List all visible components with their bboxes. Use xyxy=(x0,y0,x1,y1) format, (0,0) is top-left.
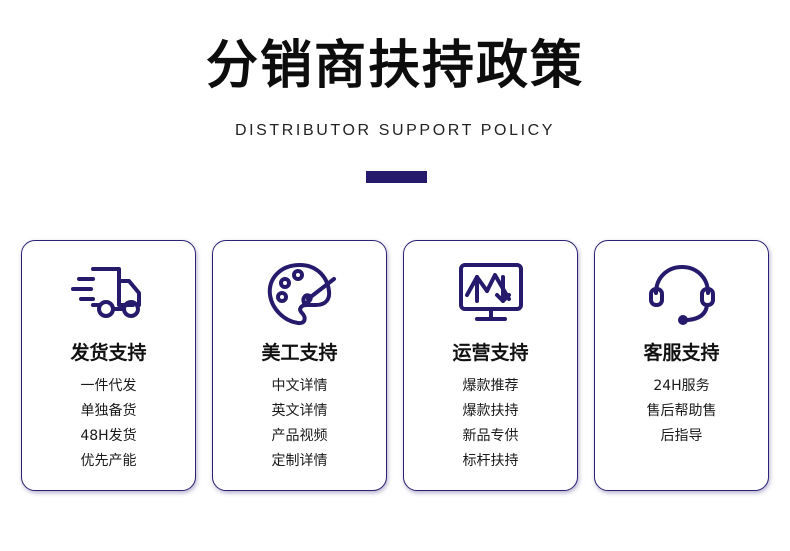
trend-monitor-icon xyxy=(451,261,531,327)
card-operations-support: 运营支持 爆款推荐 爆款扶持 新品专供 标杆扶持 xyxy=(403,240,578,491)
card-design-support: 美工支持 中文详情 英文详情 产品视频 定制详情 xyxy=(212,240,387,491)
palette-icon xyxy=(260,261,340,327)
list-item: 产品视频 xyxy=(271,428,328,444)
card-customer-service-support: 客服支持 24H服务 售后帮助售 后指导 xyxy=(594,240,769,491)
delivery-truck-icon xyxy=(69,261,149,327)
list-item: 24H服务 xyxy=(653,378,710,394)
list-item: 中文详情 xyxy=(271,378,328,394)
title-divider xyxy=(366,171,427,183)
list-item: 48H发货 xyxy=(80,428,137,444)
list-item: 优先产能 xyxy=(80,453,137,469)
list-item: 英文详情 xyxy=(271,403,328,419)
list-item: 售后帮助售 xyxy=(646,403,717,419)
card-item-list: 一件代发 单独备货 48H发货 优先产能 xyxy=(22,374,195,474)
card-item-list: 中文详情 英文详情 产品视频 定制详情 xyxy=(213,374,386,474)
list-item: 新品专供 xyxy=(462,428,519,444)
list-item: 单独备货 xyxy=(80,403,137,419)
card-item-list: 24H服务 售后帮助售 后指导 xyxy=(595,374,768,449)
list-item: 爆款扶持 xyxy=(462,403,519,419)
page-title: 分销商扶持政策 xyxy=(205,36,584,96)
card-title: 客服支持 xyxy=(643,342,720,364)
card-title: 美工支持 xyxy=(261,342,338,364)
list-item: 后指导 xyxy=(660,428,703,444)
list-item: 一件代发 xyxy=(80,378,137,394)
list-item: 定制详情 xyxy=(271,453,328,469)
list-item: 标杆扶持 xyxy=(462,453,519,469)
headset-icon xyxy=(642,261,722,327)
page-subtitle: DISTRIBUTOR SUPPORT POLICY xyxy=(234,122,556,139)
card-shipping-support: 发货支持 一件代发 单独备货 48H发货 优先产能 xyxy=(21,240,196,491)
card-item-list: 爆款推荐 爆款扶持 新品专供 标杆扶持 xyxy=(404,374,577,474)
card-title: 发货支持 xyxy=(70,342,147,364)
card-title: 运营支持 xyxy=(452,342,529,364)
list-item: 爆款推荐 xyxy=(462,378,519,394)
